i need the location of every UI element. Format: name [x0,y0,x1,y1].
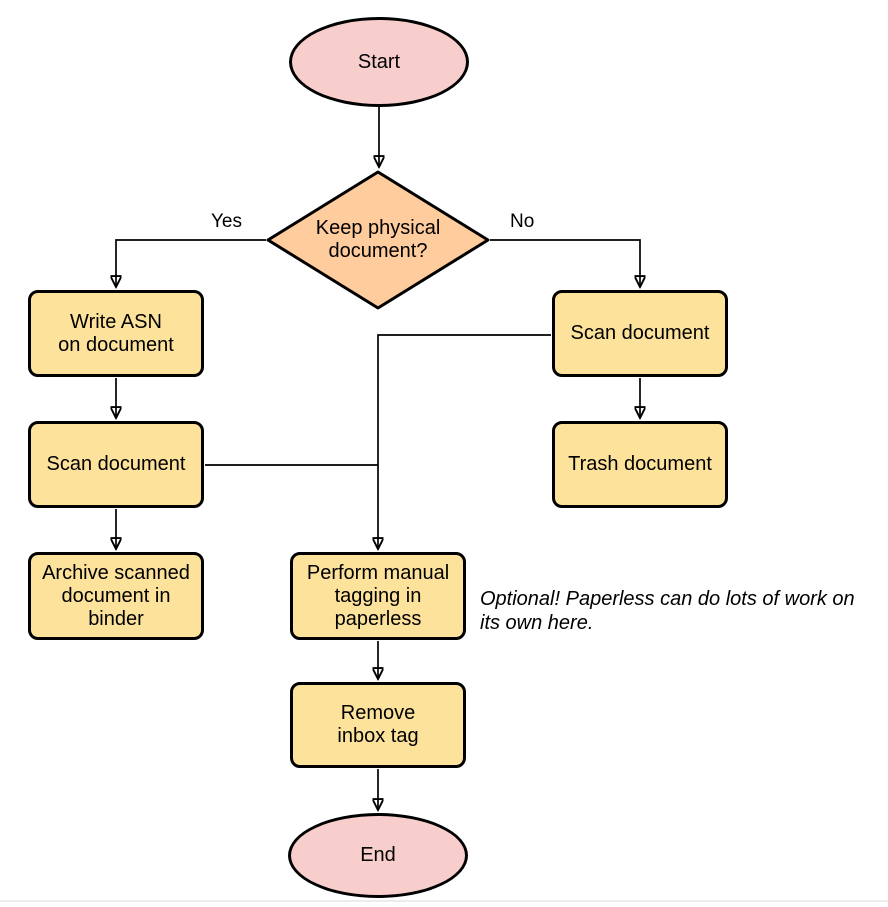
node-end-label: End [360,844,396,866]
node-manual-tagging: Perform manual tagging in paperless [290,552,466,640]
bottom-rule [0,900,888,902]
optional-note: Optional! Paperless can do lots of work … [480,588,855,634]
node-decision-label: Keep physical document? [315,217,441,262]
node-scan-document-right-label: Scan document [570,322,710,344]
node-write-asn: Write ASN on document [28,290,204,377]
edge-label-yes: Yes [209,211,244,233]
node-remove-inbox-tag: Remove inbox tag [290,682,466,768]
diamond-shape [266,170,490,310]
edge-scan-right-to-tagging [378,334,551,548]
node-scan-document-left: Scan document [28,421,204,508]
node-manual-tagging-label: Perform manual tagging in paperless [306,561,450,630]
node-archive-in-binder: Archive scanned document in binder [28,552,204,640]
edge-decision-yes-to-write-asn [116,239,266,286]
node-start: Start [289,17,469,107]
node-archive-in-binder-label: Archive scanned document in binder [42,561,190,630]
node-scan-document-left-label: Scan document [46,453,186,475]
node-scan-document-right: Scan document [552,290,728,377]
node-end: End [288,813,468,898]
node-start-label: Start [357,50,401,73]
node-decision-keep-physical: Keep physical document? [266,170,490,310]
node-remove-inbox-tag-label: Remove inbox tag [337,702,419,747]
node-trash-document-label: Trash document [568,453,712,475]
node-write-asn-label: Write ASN on document [58,310,174,356]
node-trash-document: Trash document [552,421,728,508]
edge-label-no: No [508,211,537,233]
edge-decision-no-to-scan-right [490,239,640,286]
